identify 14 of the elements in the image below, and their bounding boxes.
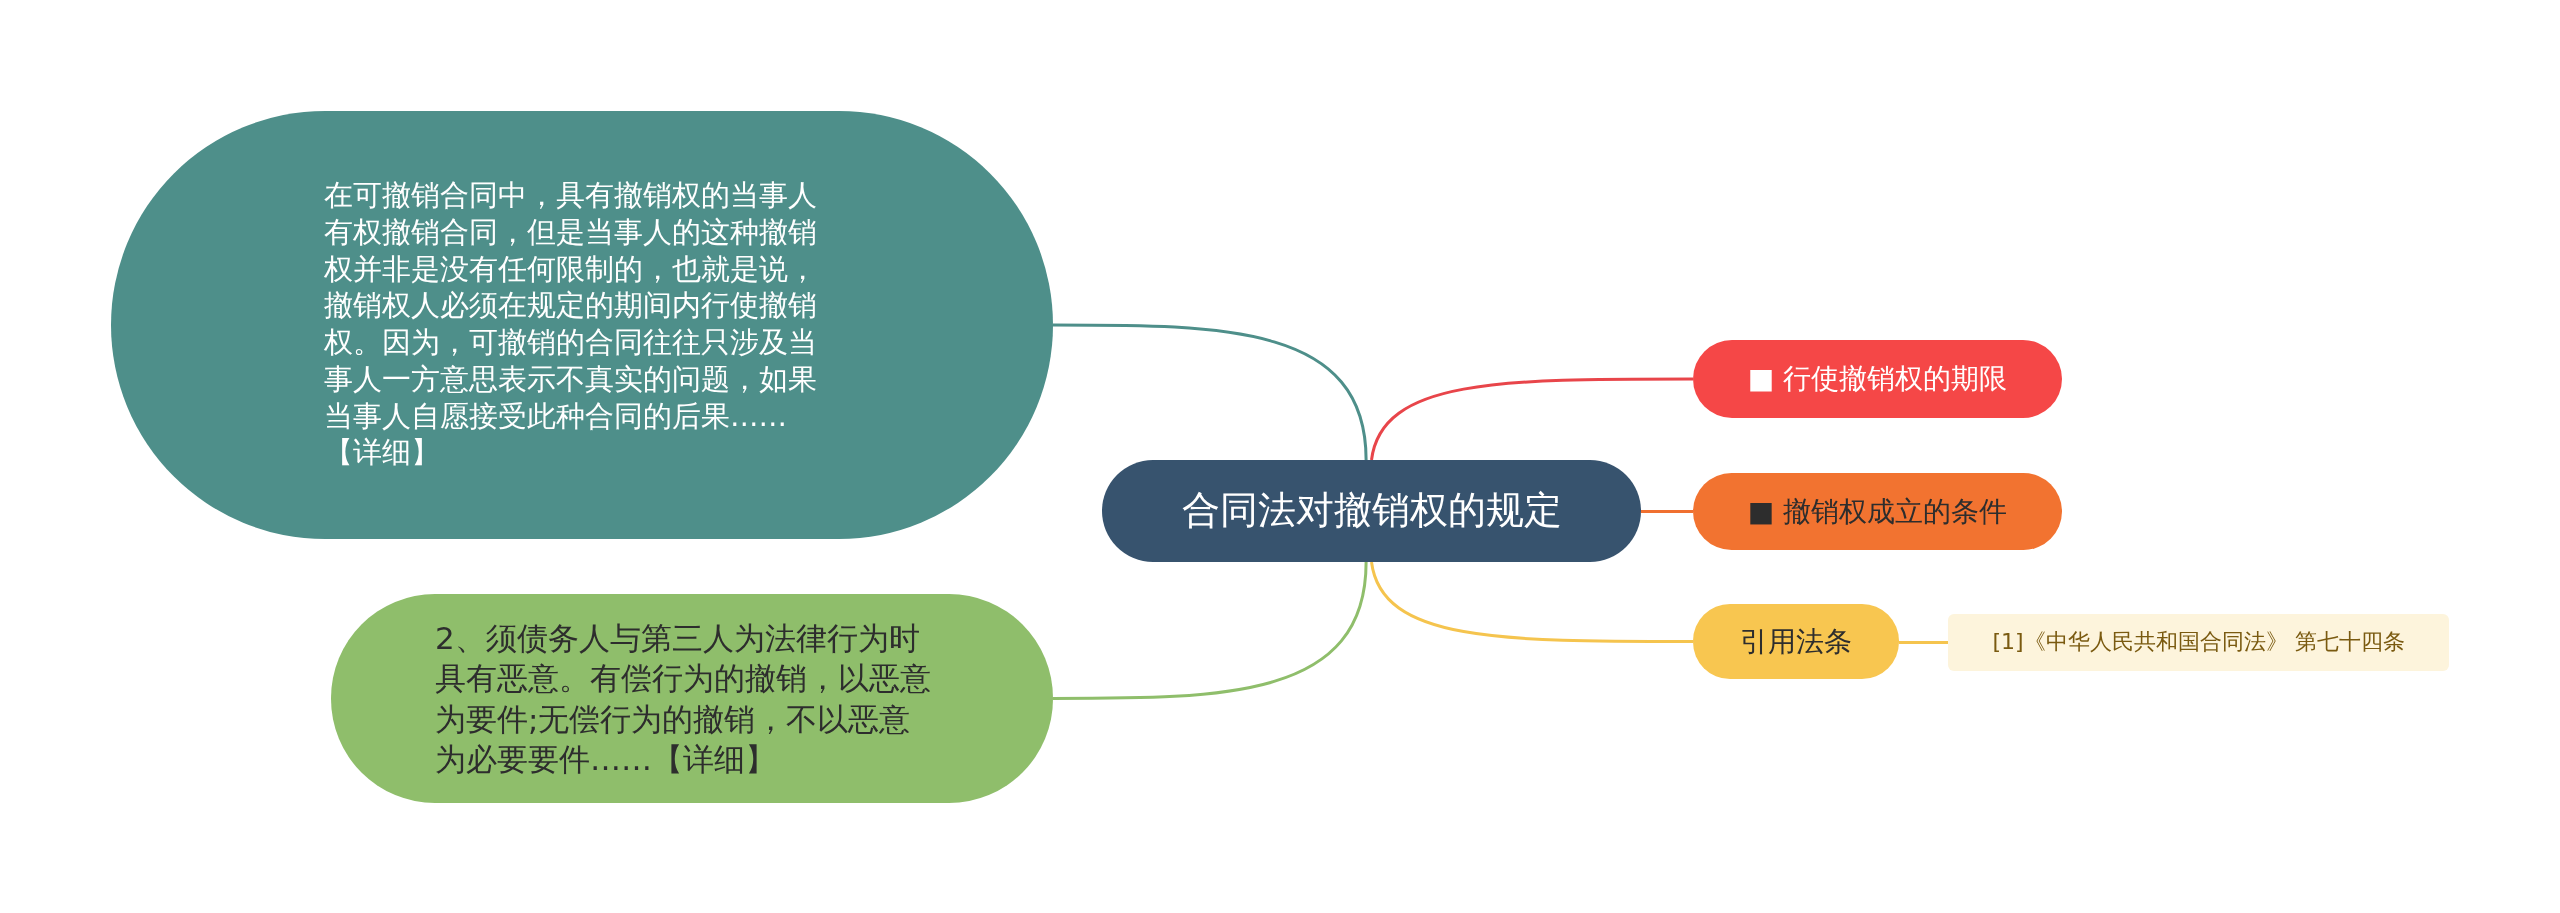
node-text: 合同法对撤销权的规定 <box>1181 488 1562 534</box>
connector-line <box>1053 323 1368 461</box>
node-text: 引用法条 <box>1740 624 1852 659</box>
node-text: ■ 撤销权成立的条件 <box>1747 494 2008 529</box>
connector-line <box>1641 510 1693 513</box>
connector-line <box>1370 377 1693 461</box>
node-text: ■ 行使撤销权的期限 <box>1747 362 2008 396</box>
node-text: 2、须债务人与第三人为法律行为时具有恶意。有偿行为的撤销，以恶意为要件;无偿行为的撤销，不以恶意为必要要件……【详细】 <box>435 618 932 779</box>
connector-line <box>1053 561 1368 700</box>
connector-line <box>1899 641 1948 644</box>
node-text: [1]《中华人民共和国合同法》 第七十四条 <box>1992 629 2405 656</box>
citation-node <box>1948 614 2449 671</box>
connector-line <box>1370 561 1693 643</box>
node-text: 在可撤销合同中，具有撤销权的当事人有权撤销合同，但是当事人的这种撤销权并非是没有任何限制的，也就是说，撤销权人必须在规定的期间内行使撤销权。因为，可撤销的合同往往只涉及当事人一方意思表示不真实的问题，如果当事人自愿接受此种合同的后果……【详细】 <box>324 178 818 472</box>
